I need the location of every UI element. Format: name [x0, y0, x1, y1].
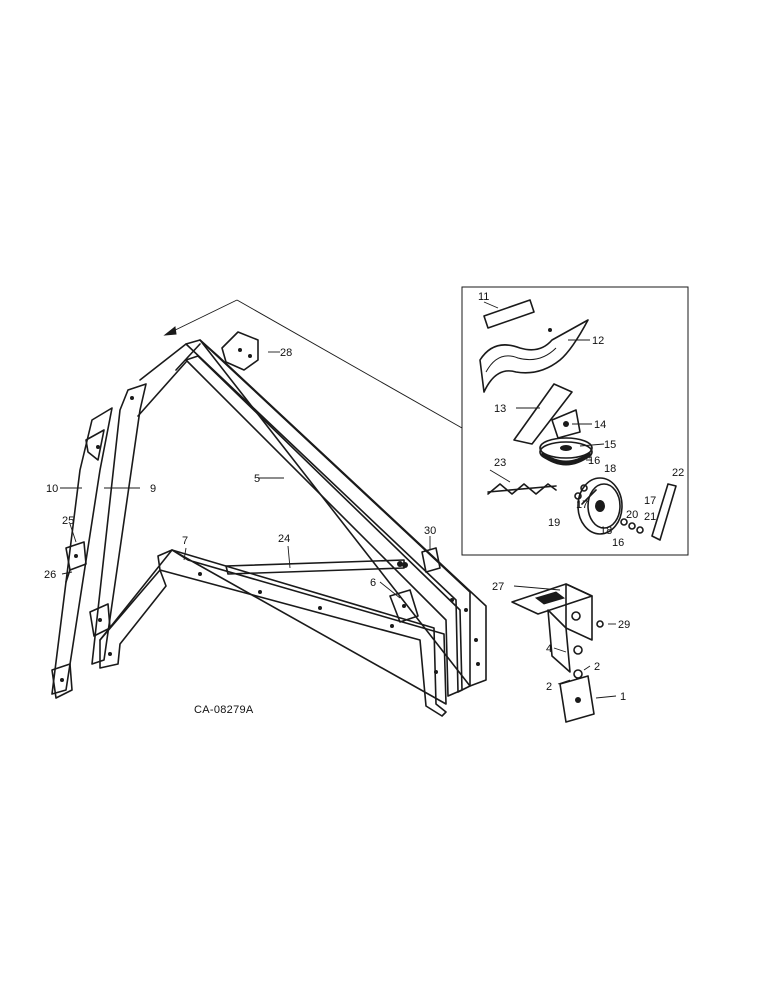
callout-21: 21 — [644, 511, 656, 523]
callout-7: 7 — [182, 535, 188, 547]
idler-assembly — [574, 477, 644, 535]
callout-12: 12 — [592, 335, 604, 347]
callout-13: 13 — [494, 403, 506, 415]
callout-5: 5 — [254, 473, 260, 485]
callout-16b: 16 — [612, 537, 624, 549]
callout-22: 22 — [672, 467, 684, 479]
drive-pulley — [539, 437, 593, 466]
tension-spring — [487, 483, 557, 495]
location-arrow — [163, 299, 463, 429]
callout-18a: 18 — [604, 463, 616, 475]
frame-tab — [421, 547, 441, 573]
callout-10: 10 — [46, 483, 58, 495]
callout-16a: 16 — [588, 455, 600, 467]
callout-6: 6 — [370, 577, 376, 589]
crossbar — [225, 559, 405, 575]
shield-bracket — [513, 383, 581, 445]
callout-29: 29 — [618, 619, 630, 631]
drawing-code: CA-08279A — [194, 704, 254, 716]
callout-28: 28 — [280, 347, 292, 359]
mid-bracket — [389, 589, 419, 623]
callout-2a: 2 — [594, 661, 600, 673]
callout-24: 24 — [278, 533, 290, 545]
callout-26: 26 — [44, 569, 56, 581]
left-uprights — [51, 383, 147, 699]
callout-17b: 17 — [644, 495, 656, 507]
callout-17a: 17 — [576, 499, 588, 511]
callout-4: 4 — [546, 643, 552, 655]
callout-25: 25 — [62, 515, 74, 527]
callout-15: 15 — [604, 439, 616, 451]
callout-labels: 11 12 13 14 15 16 23 18 22 17 17 20 21 1… — [44, 291, 684, 703]
callout-30: 30 — [424, 525, 436, 537]
lower-frame — [99, 549, 447, 717]
retainer-clip — [651, 483, 677, 541]
callout-20: 20 — [626, 509, 638, 521]
callout-18b: 18 — [600, 525, 612, 537]
callout-1: 1 — [620, 691, 626, 703]
callout-23: 23 — [494, 457, 506, 469]
left-side-brackets — [65, 541, 87, 583]
callout-2b: 2 — [546, 681, 552, 693]
callout-19: 19 — [548, 517, 560, 529]
callout-9: 9 — [150, 483, 156, 495]
callout-11: 11 — [478, 291, 489, 303]
pedal-assembly — [511, 583, 604, 723]
belt-shield — [479, 299, 589, 393]
detail-inset-frame — [461, 286, 689, 556]
leader-lines — [60, 301, 617, 699]
top-bracket — [221, 331, 259, 371]
callout-14: 14 — [594, 419, 606, 431]
callout-27: 27 — [492, 581, 504, 593]
